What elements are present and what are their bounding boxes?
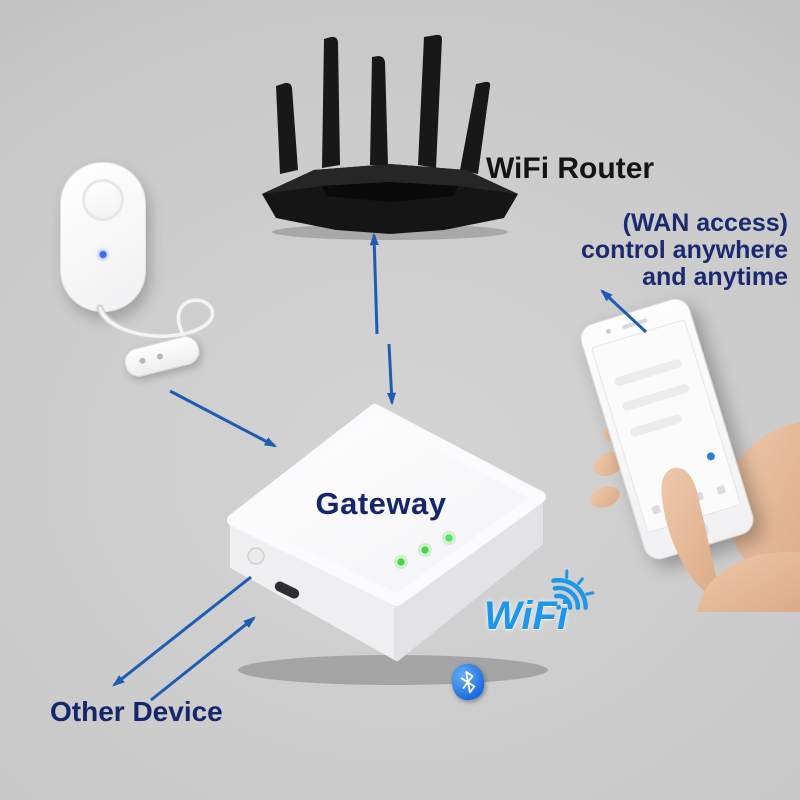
- router-body: [262, 164, 518, 234]
- wan-access-text: (WAN access) control anywhere and anytim…: [581, 210, 788, 291]
- gateway-button: [247, 547, 265, 565]
- wifi-signal-icon: [551, 569, 595, 610]
- probe-contact-dot: [138, 357, 147, 365]
- wan-line-3: and anytime: [642, 263, 788, 291]
- gateway-label: Gateway: [315, 486, 447, 521]
- wan-line-2: control anywhere: [581, 236, 788, 264]
- leak-sensor-device: [60, 162, 146, 312]
- bluetooth-rune: [460, 671, 476, 694]
- gateway-leds: [394, 531, 456, 569]
- thumb-over-phone: [661, 467, 800, 612]
- sensor-cable: [96, 296, 217, 358]
- router-antennas: [276, 34, 491, 174]
- wifi-logo: WiFi: [484, 594, 569, 638]
- palm-heel: [696, 551, 800, 612]
- sensor-led: [99, 251, 107, 258]
- fingertip: [590, 486, 620, 508]
- probe-contact-dot: [156, 352, 164, 361]
- wan-line-1: (WAN access): [622, 209, 788, 237]
- router-label: WiFi Router: [486, 152, 655, 185]
- gateway-usb-port: [274, 581, 300, 599]
- gateway-shadow: [238, 655, 548, 685]
- sensor-button-ring: [82, 179, 124, 221]
- thumb: [661, 467, 718, 594]
- gateway-top-face: [227, 404, 546, 606]
- other-device-label: Other Device: [50, 696, 223, 727]
- bluetooth-icon: [449, 661, 487, 703]
- arrow-gateway-to-router: [369, 232, 379, 335]
- wifi-router-image: [262, 34, 518, 240]
- gateway-device-image: [227, 404, 548, 685]
